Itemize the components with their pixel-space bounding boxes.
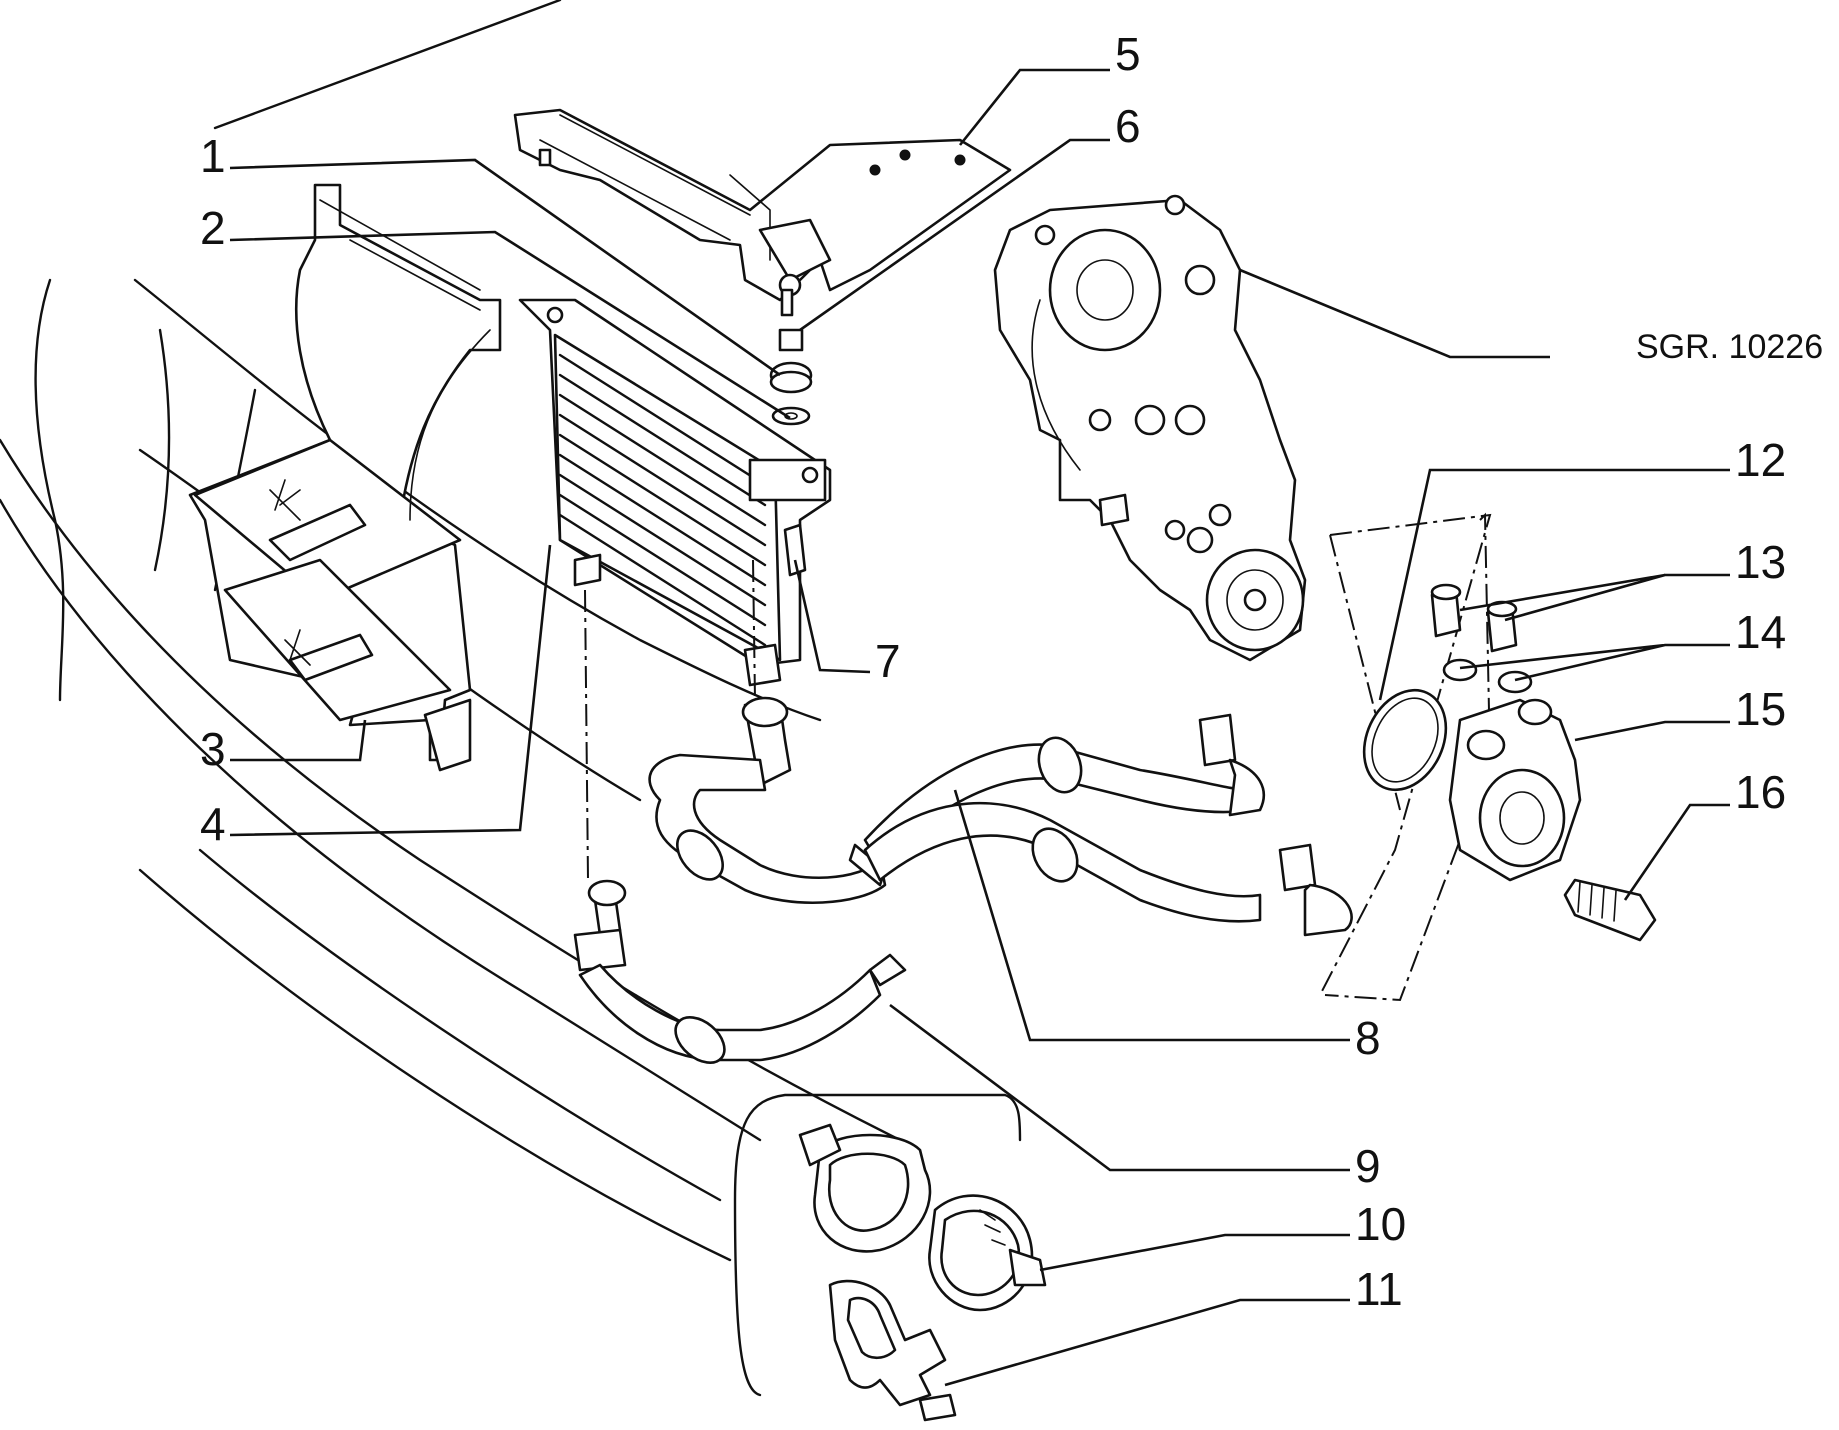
callout-10: 10	[1355, 1198, 1406, 1250]
callout-9: 9	[1355, 1140, 1381, 1192]
callout-8: 8	[1355, 1012, 1381, 1064]
filter-adapter-set	[1319, 512, 1657, 1002]
callout-3: 3	[200, 723, 226, 775]
hose-clamps-inset	[733, 1093, 1047, 1422]
air-deflector-part-3	[188, 183, 502, 772]
radiator-fins	[558, 353, 767, 647]
callout-7: 7	[875, 635, 901, 687]
rubber-mount-stack	[769, 328, 813, 426]
callout-12: 12	[1735, 434, 1786, 486]
callout-1: 1	[200, 130, 226, 182]
assembly-axis-lines	[584, 559, 756, 881]
oil-cooler-radiator-part-4	[518, 298, 832, 687]
callout-2: 2	[200, 202, 226, 254]
callout-labels: 1 2 3 4 5 6 7 8 9 10 11 12 13 14 15 16 S…	[200, 28, 1823, 1315]
leader-lines	[229, 68, 1730, 1387]
callout-6: 6	[1115, 100, 1141, 152]
upper-bracket-part-5	[513, 108, 1012, 317]
reference-code: SGR. 10226	[1636, 328, 1823, 366]
callout-15: 15	[1735, 683, 1786, 735]
oil-hoses	[573, 696, 1353, 1064]
callout-13: 13	[1735, 536, 1786, 588]
callout-16: 16	[1735, 766, 1786, 818]
callout-11: 11	[1355, 1263, 1403, 1315]
callout-4: 4	[200, 798, 226, 850]
callout-14: 14	[1735, 606, 1786, 658]
engine-mount-housing	[993, 194, 1307, 662]
callout-5: 5	[1115, 28, 1141, 80]
